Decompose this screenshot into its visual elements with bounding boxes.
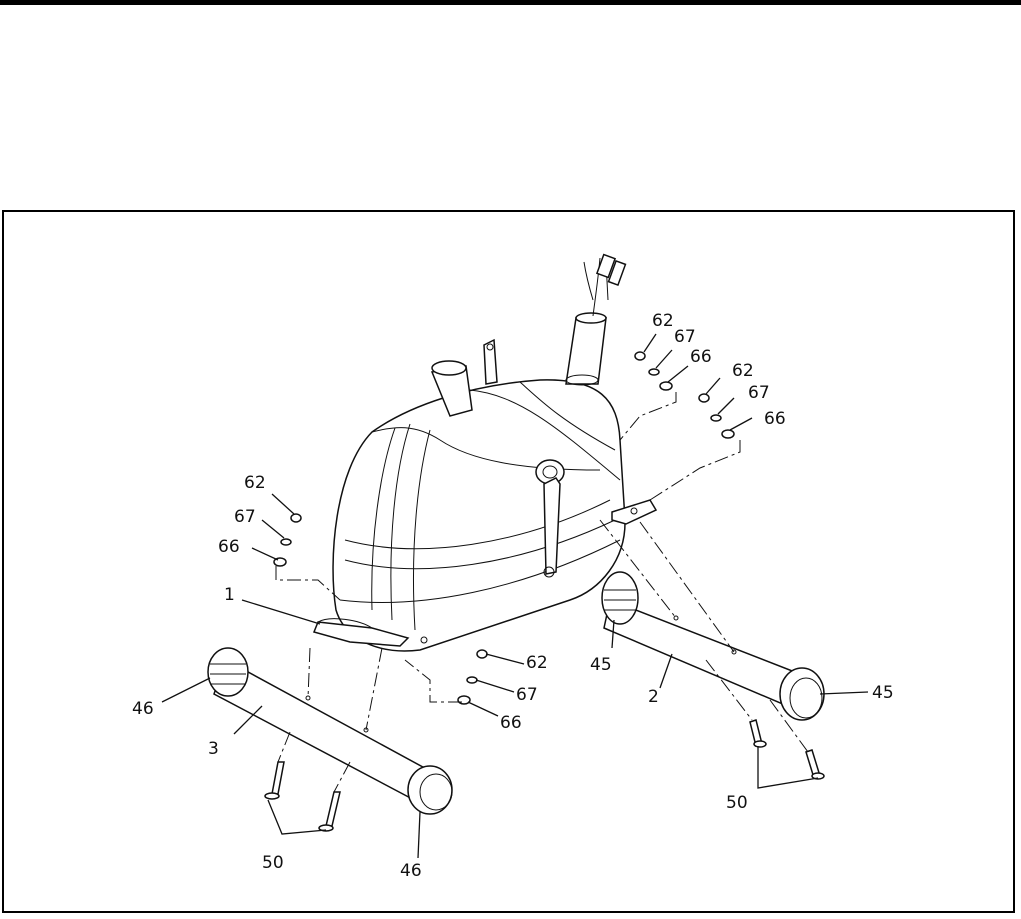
callout-62: 62	[526, 653, 548, 673]
fastener-stack-left	[274, 514, 301, 566]
front-end-cap-left	[208, 648, 248, 696]
rear-end-cap-left	[602, 572, 638, 624]
fastener-stack-bottom	[458, 650, 487, 704]
seat-post-tube	[566, 255, 625, 385]
front-end-cap-right	[408, 766, 452, 814]
fastener-stack-top-2	[699, 394, 734, 438]
callout-66: 66	[500, 713, 522, 733]
callout-3: 3	[208, 739, 219, 759]
bolt-50-front-b	[319, 792, 340, 831]
callout-67: 67	[234, 507, 256, 527]
bolt-50-rear-b	[806, 750, 824, 779]
callout-62: 62	[244, 473, 266, 493]
callout-46: 46	[400, 861, 422, 881]
callout-67: 67	[674, 327, 696, 347]
bolt-50-front-a	[265, 762, 284, 799]
upper-bracket	[484, 340, 497, 384]
callout-2: 2	[648, 687, 659, 707]
callout-67: 67	[748, 383, 770, 403]
callout-45: 45	[872, 683, 894, 703]
rear-end-cap-right	[780, 668, 824, 720]
callout-66: 66	[764, 409, 786, 429]
callout-50: 50	[262, 853, 284, 873]
callout-62: 62	[732, 361, 754, 381]
callout-62: 62	[652, 311, 674, 331]
fastener-stack-top-1	[635, 352, 672, 390]
callout-46: 46	[132, 699, 154, 719]
callout-66: 66	[218, 537, 240, 557]
callout-45: 45	[590, 655, 612, 675]
bolt-50-rear-a	[750, 720, 766, 747]
callout-66: 66	[690, 347, 712, 367]
callout-50: 50	[726, 793, 748, 813]
callout-1: 1	[224, 585, 235, 605]
main-frame-body	[333, 380, 625, 651]
callout-67: 67	[516, 685, 538, 705]
